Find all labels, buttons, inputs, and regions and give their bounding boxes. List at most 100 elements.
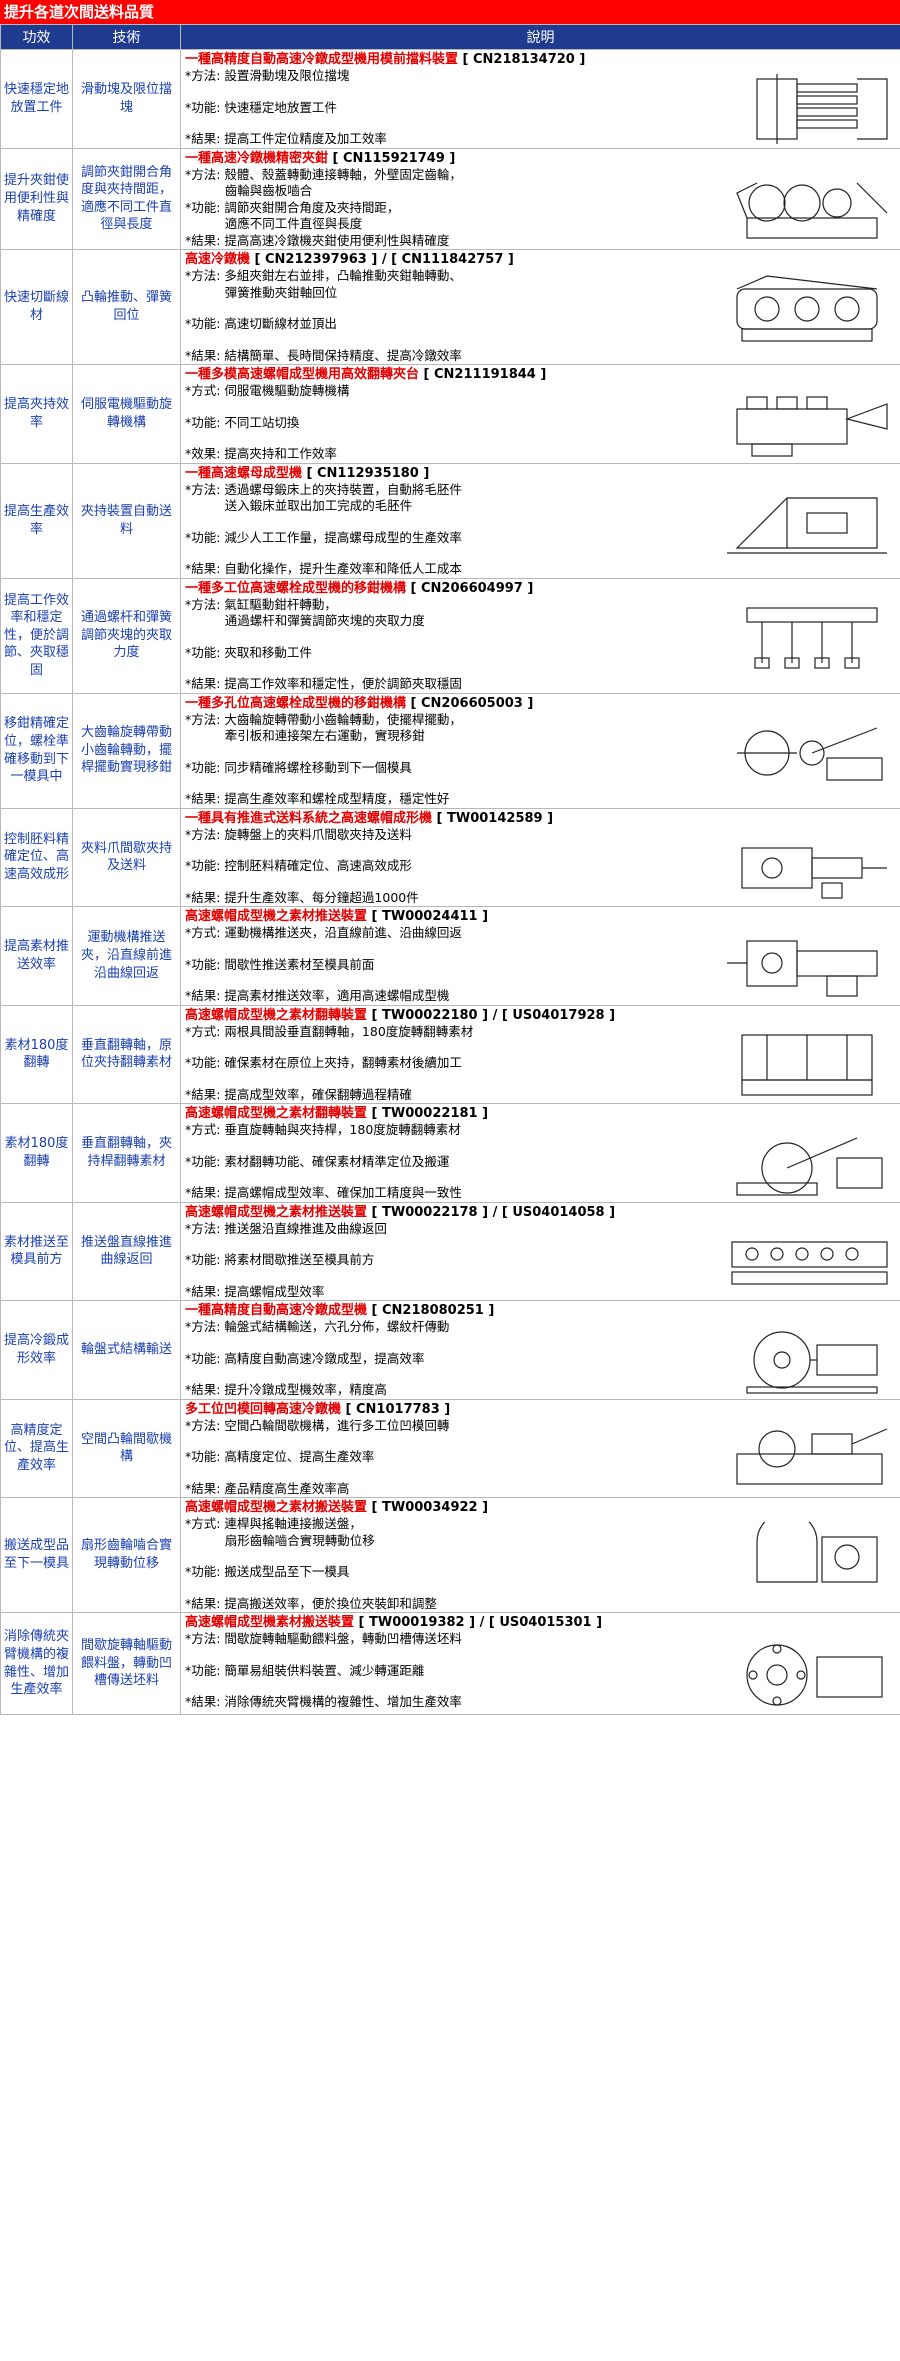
effect-cell: 控制胚料精確定位、高速高效成形 bbox=[0, 807, 73, 907]
patent-number: [ CN211191844 ] bbox=[419, 367, 547, 382]
patent-name: 高速螺帽成型機之素材翻轉裝置 bbox=[185, 1106, 368, 1121]
desc-line: *結果: 提高工作效率和穩定性，便於調節夾取穩固 bbox=[185, 676, 462, 691]
tech-cell: 推送盤直線推進曲線返回 bbox=[72, 1201, 181, 1301]
drawing-gear-transfer-image bbox=[727, 718, 892, 794]
table-header-row: 功效 技術 說明 bbox=[0, 24, 900, 50]
desc-line: *方法: 氣缸驅動鉗杆轉動， bbox=[185, 596, 337, 612]
desc-cell: 高速螺帽成型機之素材翻轉裝置 [ TW00022180 ] / [ US0401… bbox=[180, 1004, 900, 1106]
drawing-nut-former-image bbox=[727, 488, 892, 564]
desc-line: *結果: 消除傳統夾臂機構的複雜性、增加生產效率 bbox=[185, 1694, 462, 1709]
desc-line: *功能: 不同工站切換 bbox=[185, 414, 300, 430]
effect-cell: 提升夾鉗使用便利性與精確度 bbox=[0, 147, 73, 250]
tech-cell: 通過螺杆和彈簧調節夾塊的夾取力度 bbox=[72, 577, 181, 694]
patent-title: 高速冷鐓機 [ CN212397963 ] / [ CN111842757 ] bbox=[181, 250, 900, 268]
effect-cell: 快速穩定地放置工件 bbox=[0, 49, 73, 149]
desc-cell: 高速螺帽成型機之素材推送裝置 [ TW00024411 ]*方式: 運動機構推送… bbox=[180, 906, 900, 1006]
drawing-turn-lever-image bbox=[727, 1128, 892, 1204]
patent-title: 一種高速冷鐓機精密夾鉗 [ CN115921749 ] bbox=[181, 149, 900, 167]
patent-title: 高速螺帽成型機素材搬送裝置 [ TW00019382 ] / [ US04015… bbox=[181, 1613, 900, 1631]
patent-title: 一種高速螺母成型機 [ CN112935180 ] bbox=[181, 464, 900, 482]
desc-line: *功能: 確保素材在原位上夾持，翻轉素材後續加工 bbox=[185, 1055, 462, 1070]
patent-title: 一種多工位高速螺栓成型機的移鉗機構 [ CN206604997 ] bbox=[181, 579, 900, 597]
desc-line: *功能: 搬送成型品至下一模具 bbox=[185, 1564, 350, 1579]
patent-number: [ TW00024411 ] bbox=[367, 909, 489, 924]
patent-name: 一種高速冷鐓機精密夾鉗 bbox=[185, 150, 329, 166]
desc-line: *功能: 將素材間歇推送至模具前方 bbox=[185, 1252, 375, 1267]
effect-cell: 提高素材推送效率 bbox=[0, 906, 73, 1006]
effect-cell: 快速切斷線材 bbox=[0, 249, 73, 365]
desc-line: *方法: 透過螺母鍛床上的夾持裝置，自動將毛胚件 bbox=[185, 481, 462, 497]
table-row: 消除傳統夾臂機構的複雜性、增加生產效率間歇旋轉軸驅動餵料盤，轉動凹槽傳送坯料高速… bbox=[0, 1612, 900, 1715]
patent-number: [ CN218134720 ] bbox=[458, 52, 586, 67]
desc-line: *方法: 多組夾鉗左右並排，凸輪推動夾鉗軸轉動、 bbox=[185, 268, 462, 283]
desc-line: 通過螺杆和彈簧調節夾塊的夾取力度 bbox=[185, 613, 425, 628]
desc-cell: 一種多工位高速螺栓成型機的移鉗機構 [ CN206604997 ]*方法: 氣缸… bbox=[180, 577, 900, 694]
desc-cell: 一種高精度自動高速冷鐓成型機用模前擋料裝置 [ CN218134720 ]*方法… bbox=[180, 49, 900, 150]
desc-line: *方法: 推送盤沿直線推進及曲線返回 bbox=[185, 1220, 387, 1236]
patent-number: [ CN112935180 ] bbox=[302, 465, 430, 481]
desc-line: *功能: 簡單易組裝供料裝置、減少轉運距離 bbox=[185, 1662, 425, 1678]
desc-line: 齒輪與齒板嚙合 bbox=[185, 183, 313, 198]
desc-cell: 高速螺帽成型機之素材翻轉裝置 [ TW00022181 ]*方式: 垂直旋轉軸與… bbox=[180, 1103, 900, 1204]
drawing-feed-disc-image bbox=[727, 1637, 892, 1713]
table-row: 高精度定位、提高生產效率空間凸輪間歇機構多工位凹模回轉高速冷鐓機 [ CN101… bbox=[0, 1398, 900, 1500]
desc-line: *結果: 提高工件定位精度及加工效率 bbox=[185, 131, 387, 146]
patent-title: 高速螺帽成型機之素材搬送裝置 [ TW00034922 ] bbox=[181, 1498, 900, 1516]
desc-line: *功能: 間歇性推送素材至模具前面 bbox=[185, 956, 375, 972]
patent-number: [ TW00142589 ] bbox=[432, 810, 554, 826]
tech-cell: 調節夾鉗開合角度與夾持間距，適應不同工件直徑與長度 bbox=[72, 147, 181, 250]
table-row: 快速穩定地放置工件滑動塊及限位擋塊一種高精度自動高速冷鐓成型機用模前擋料裝置 [… bbox=[0, 49, 900, 150]
table-row: 素材180度翻轉垂直翻轉軸，夾持桿翻轉素材高速螺帽成型機之素材翻轉裝置 [ TW… bbox=[0, 1103, 900, 1204]
desc-line: *方法: 殼體、殼蓋轉動連接轉軸，外壁固定齒輪， bbox=[185, 166, 462, 182]
patent-number: [ CN212397963 ] / [ CN111842757 ] bbox=[250, 252, 514, 267]
drawing-flip-table-image bbox=[727, 389, 892, 465]
desc-cell: 一種高速冷鐓機精密夾鉗 [ CN115921749 ]*方法: 殼體、殼蓋轉動連… bbox=[180, 147, 900, 250]
patent-name: 一種多模高速螺帽成型機用高效翻轉夾台 bbox=[185, 367, 420, 382]
patent-name: 一種高速螺母成型機 bbox=[185, 465, 303, 481]
desc-line: *效果: 提高夾持和工作效率 bbox=[185, 446, 337, 461]
drawing-push-feed-image bbox=[727, 833, 892, 909]
patent-title: 一種具有推進式送料系統之高速螺帽成形機 [ TW00142589 ] bbox=[181, 809, 900, 827]
drawing-rotary-die-image bbox=[727, 1424, 892, 1500]
desc-line: *方式: 運動機構推送夾，沿直線前進、沿曲線回返 bbox=[185, 925, 462, 940]
drawing-turn-axis-image bbox=[727, 1030, 892, 1106]
desc-line: *結果: 提高搬送效率，便於換位夾裝卸和調整 bbox=[185, 1595, 437, 1611]
table-row: 搬送成型品至下一模具扇形齒輪嚙合實現轉動位移高速螺帽成型機之素材搬送裝置 [ T… bbox=[0, 1497, 900, 1613]
patent-number: [ TW00022180 ] / [ US04017928 ] bbox=[367, 1007, 616, 1023]
desc-line: *結果: 提高螺帽成型效率 bbox=[185, 1283, 325, 1299]
desc-line: *結果: 提高素材推送效率，適用高速螺帽成型機 bbox=[185, 988, 450, 1003]
page-title: 提升各道次間送料品質 bbox=[0, 0, 900, 24]
patent-title: 高速螺帽成型機之素材翻轉裝置 [ TW00022181 ] bbox=[181, 1104, 900, 1122]
desc-line: *結果: 提高成型效率，確保翻轉過程精確 bbox=[185, 1086, 412, 1102]
patent-name: 一種高精度自動高速冷鐓成型機用模前擋料裝置 bbox=[185, 52, 459, 67]
patent-number: [ TW00022181 ] bbox=[367, 1106, 489, 1121]
desc-line: *方法: 大齒輪旋轉帶動小齒輪轉動，使擺桿擺動， bbox=[185, 711, 462, 727]
patent-title: 一種多模高速螺帽成型機用高效翻轉夾台 [ CN211191844 ] bbox=[181, 365, 900, 383]
patent-name: 高速螺帽成型機素材搬送裝置 bbox=[185, 1615, 355, 1630]
patent-name: 多工位凹模回轉高速冷鐓機 bbox=[185, 1401, 342, 1417]
table-row: 素材180度翻轉垂直翻轉軸，原位夾持翻轉素材高速螺帽成型機之素材翻轉裝置 [ T… bbox=[0, 1004, 900, 1106]
patent-name: 高速螺帽成型機之素材翻轉裝置 bbox=[185, 1007, 368, 1023]
table-row: 控制胚料精確定位、高速高效成形夾料爪間歇夾持及送料一種具有推進式送料系統之高速螺… bbox=[0, 807, 900, 909]
tech-cell: 運動機構推送夾，沿直線前進沿曲線回返 bbox=[72, 906, 181, 1006]
desc-line: *結果: 產品精度高生產效率高 bbox=[185, 1480, 350, 1496]
desc-line: *功能: 高精度定位、提高生產效率 bbox=[185, 1449, 375, 1464]
drawing-machine-image bbox=[727, 274, 892, 350]
desc-line: *結果: 結構簡單、長時間保持精度、提高冷鐓效率 bbox=[185, 347, 462, 363]
drawing-guide-block-image bbox=[727, 74, 892, 150]
patent-table: 功效 技術 說明 快速穩定地放置工件滑動塊及限位擋塊一種高精度自動高速冷鐓成型機… bbox=[0, 24, 900, 1715]
patent-title: 一種多孔位高速螺栓成型機的移鉗機構 [ CN206605003 ] bbox=[181, 694, 900, 712]
patent-name: 高速螺帽成型機之素材推送裝置 bbox=[185, 1204, 368, 1220]
patent-title: 高速螺帽成型機之素材翻轉裝置 [ TW00022180 ] / [ US0401… bbox=[181, 1006, 900, 1024]
effect-cell: 提高工作效率和穩定性，便於調節、夾取穩固 bbox=[0, 577, 73, 694]
tech-cell: 夾持裝置自動送料 bbox=[72, 462, 181, 579]
effect-cell: 素材180度翻轉 bbox=[0, 1103, 73, 1203]
tech-cell: 大齒輪旋轉帶動小齒輪轉動，擺桿擺動實現移鉗 bbox=[72, 692, 181, 809]
effect-cell: 素材推送至模具前方 bbox=[0, 1201, 73, 1301]
table-row: 提升夾鉗使用便利性與精確度調節夾鉗開合角度與夾持間距，適應不同工件直徑與長度一種… bbox=[0, 147, 900, 250]
patent-title: 一種高精度自動高速冷鐓成型機用模前擋料裝置 [ CN218134720 ] bbox=[181, 50, 900, 68]
desc-line: *結果: 提升生產效率、每分鐘超過1000件 bbox=[185, 889, 419, 905]
desc-cell: 一種高精度自動高速冷鐓成型機 [ CN218080251 ]*方法: 輪盤式結構… bbox=[180, 1300, 900, 1400]
table-row: 提高素材推送效率運動機構推送夾，沿直線前進沿曲線回返高速螺帽成型機之素材推送裝置… bbox=[0, 906, 900, 1006]
patent-number: [ CN115921749 ] bbox=[328, 150, 456, 166]
